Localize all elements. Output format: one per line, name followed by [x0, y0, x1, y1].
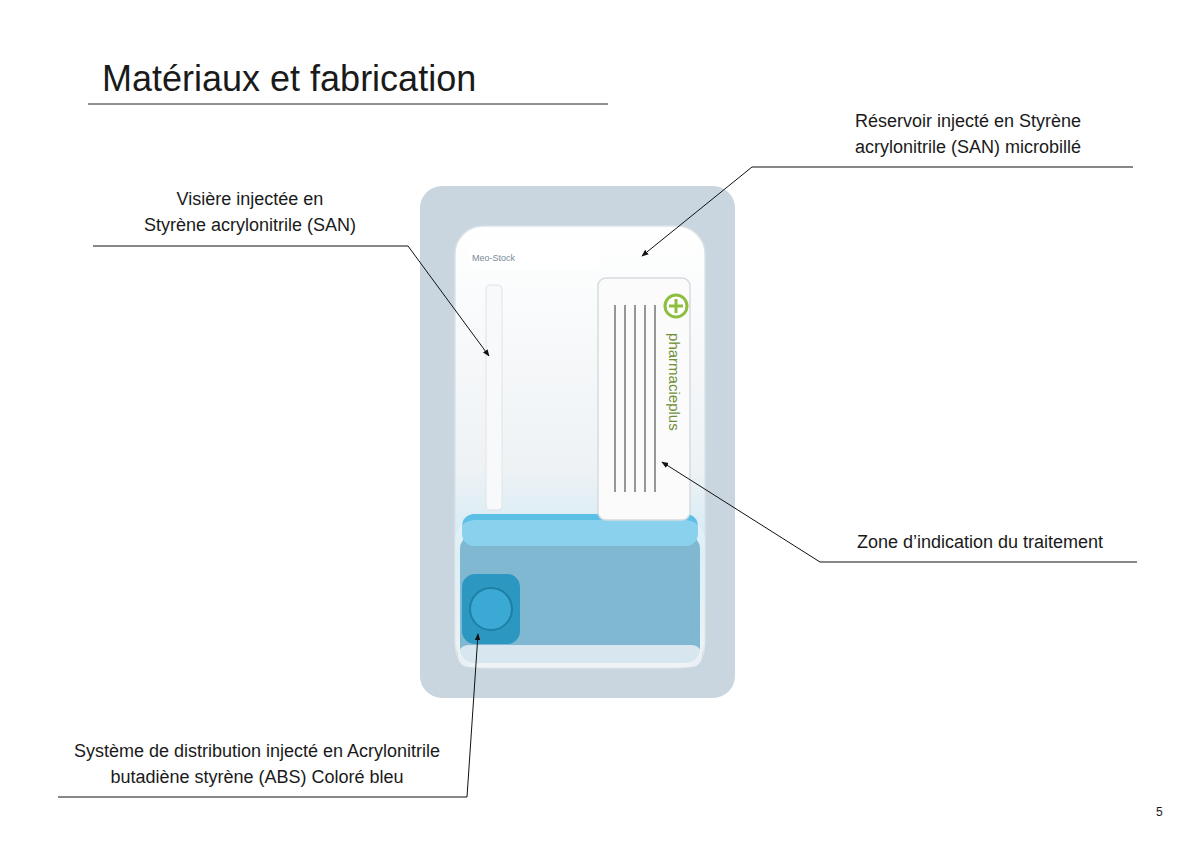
dispenser-button-housing: [462, 574, 520, 644]
leader-lines: [58, 167, 1137, 797]
treatment-plate: [598, 278, 690, 520]
reservoir-body: [455, 226, 705, 668]
logo-text: pharmacieplus: [663, 333, 685, 431]
callout-label: Visière injectée en Styrène acrylonitril…: [100, 186, 400, 238]
callout-label: Zone d’indication du traitement: [810, 529, 1150, 555]
frosted-overlay: [455, 520, 705, 668]
top-cap: [470, 240, 600, 270]
brand-mark: Meo-Stock: [472, 252, 515, 265]
title-rule: [88, 104, 608, 105]
page-title: Matériaux et fabrication: [102, 58, 476, 100]
dispenser-button: [470, 588, 512, 630]
logo-cross: [665, 295, 687, 317]
background-panel: [420, 186, 735, 698]
callout-label: Système de distribution injecté en Acryl…: [47, 738, 467, 790]
bottom-rim: [458, 645, 702, 667]
visor: [486, 285, 502, 510]
treatment-lines: [615, 305, 655, 492]
page-number: 5: [1156, 804, 1163, 821]
callout-label: Réservoir injecté en Styrène acrylonitri…: [768, 108, 1168, 160]
